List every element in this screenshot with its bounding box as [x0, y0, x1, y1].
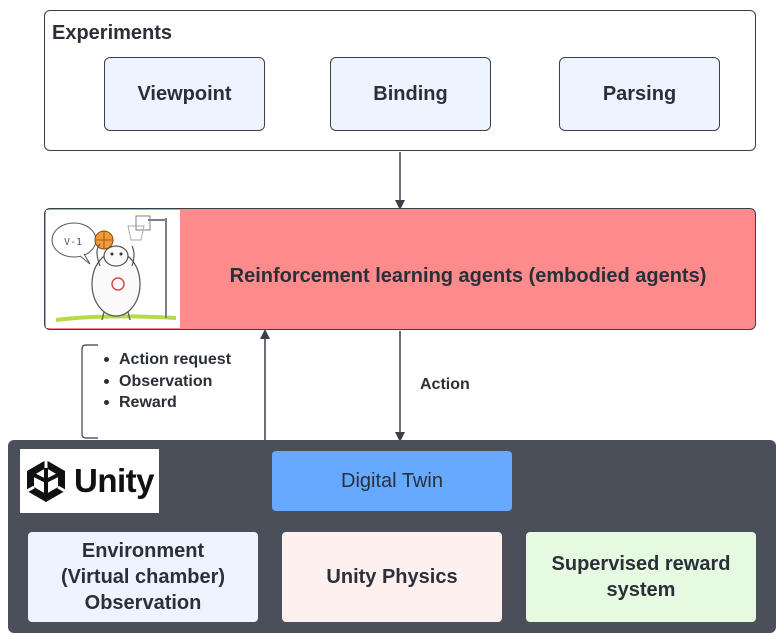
list-item: Action request	[104, 349, 231, 371]
experiment-parsing-box: Parsing	[559, 57, 720, 131]
reward-system-box: Supervised reward system	[526, 532, 756, 622]
digital-twin-box: Digital Twin	[272, 451, 512, 511]
feedback-list: Action request Observation Reward	[104, 349, 231, 414]
action-label: Action	[420, 376, 470, 393]
bullet-dot-icon	[104, 400, 109, 406]
reward-line-1: Supervised reward	[551, 553, 731, 575]
bullet-dot-icon	[104, 378, 109, 384]
environment-line-1: Environment	[81, 540, 205, 562]
experiment-binding-box: Binding	[330, 57, 491, 131]
experiment-viewpoint-box: Viewpoint	[104, 57, 265, 131]
unity-logo	[20, 449, 159, 513]
agent-basketball-sketch: V-1	[46, 210, 180, 328]
sketch-bubble-text: V-1	[64, 237, 82, 248]
environment-line-3: Observation	[84, 592, 202, 614]
reward-line-2: system	[606, 579, 676, 601]
unity-logo-text: Unity	[74, 462, 155, 499]
unity-physics-box: Unity Physics	[282, 532, 502, 622]
experiments-title: Experiments	[52, 22, 173, 44]
list-item: Reward	[104, 392, 231, 414]
environment-box: Environment (Virtual chamber) Observatio…	[28, 532, 258, 622]
agents-label: Reinforcement learning agents (embodied …	[229, 264, 707, 287]
list-item: Observation	[104, 371, 231, 393]
environment-line-2: (Virtual chamber)	[60, 566, 226, 588]
bullet-dot-icon	[104, 357, 109, 363]
feedback-bracket	[81, 344, 98, 439]
unity-cube-icon	[26, 460, 66, 502]
